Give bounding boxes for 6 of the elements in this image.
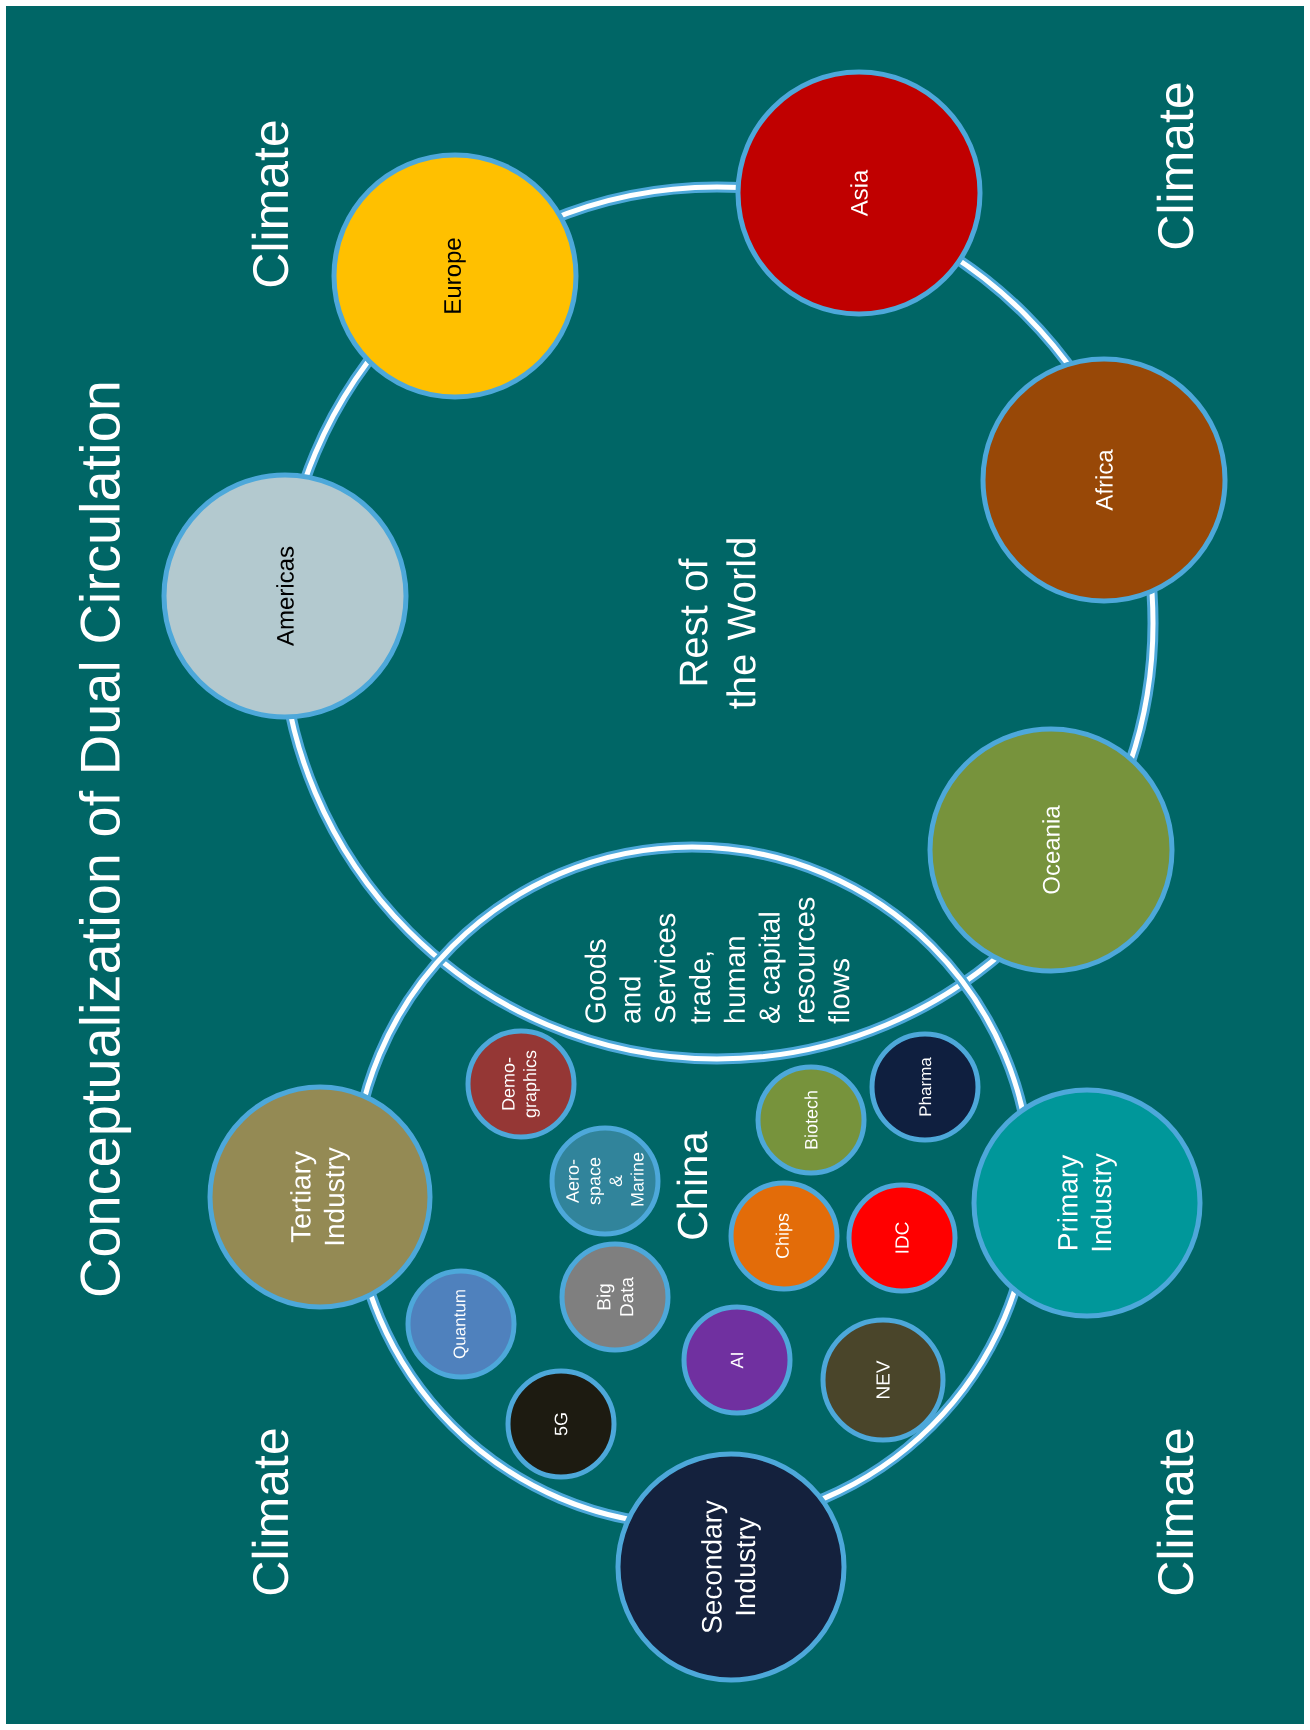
- climate-label: Climate: [251, 121, 289, 287]
- lens-text: Goods and Services trade, human & capital resources flows: [584, 897, 850, 1024]
- climate-label: Climate: [1156, 83, 1194, 249]
- climate-label: Climate: [1156, 1429, 1194, 1595]
- climate-label: Climate: [251, 1429, 289, 1595]
- title: Conceptualization of Dual Circulation: [78, 383, 132, 1296]
